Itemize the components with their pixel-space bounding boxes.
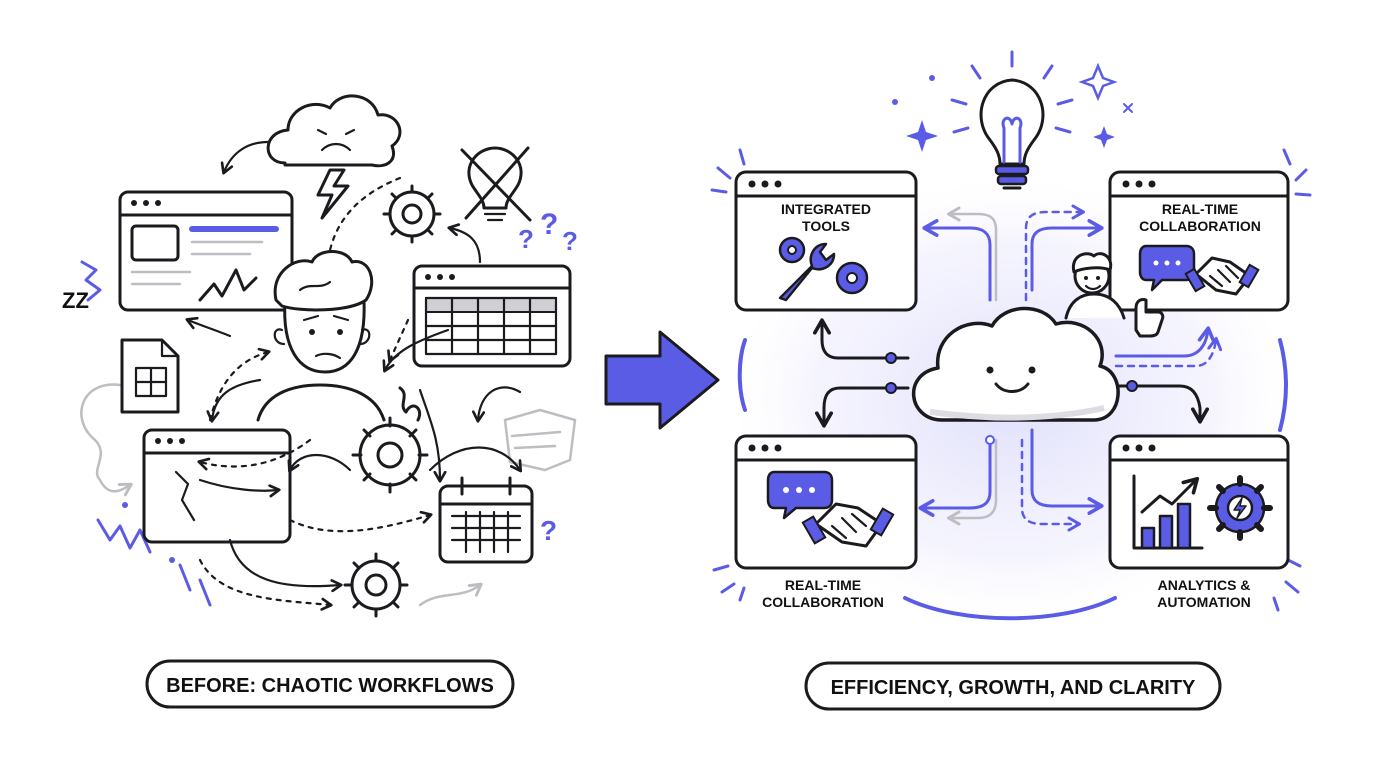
zigzag-doodle (178, 563, 212, 607)
gear-icon (343, 552, 409, 618)
zigzag-doodle (96, 518, 152, 554)
dot-doodle (929, 75, 935, 81)
dot-doodle (169, 557, 175, 563)
chaos-arrows (185, 140, 523, 611)
dot-doodle (122, 502, 128, 508)
chat-bubble-icon (1138, 244, 1196, 292)
sparkle-star-icon (906, 120, 938, 152)
sparkle-cross (1123, 103, 1133, 113)
collaboration-panel-bottom (734, 434, 918, 570)
zigzag-doodle (80, 260, 102, 302)
smiling-cloud-icon (911, 306, 1120, 422)
after-caption-text: EFFICIENCY, GROWTH, AND CLARITY (831, 677, 1196, 699)
lightning-icon (1233, 497, 1247, 519)
orbit-arc (903, 596, 1117, 621)
sparkle-star-icon (1078, 62, 1118, 102)
gear-icon (382, 184, 442, 244)
wrench-icon (778, 242, 836, 302)
analytics-panel (1108, 434, 1290, 570)
before-caption: BEFORE: CHAOTIC WORKFLOWS (145, 659, 515, 709)
collaboration-bottom-caption-line1: REAL-TIME (785, 577, 861, 593)
analytics-caption-line2: AUTOMATION (1157, 594, 1251, 610)
orbit-arc (737, 338, 747, 412)
lightbulb-icon (950, 50, 1074, 190)
sad-cloud-icon (266, 94, 402, 168)
collaboration-panel-top: REAL-TIME COLLABORATION (1108, 170, 1290, 312)
before-caption-text: BEFORE: CHAOTIC WORKFLOWS (166, 675, 494, 697)
question-marks: ? ? ? ? (518, 208, 578, 546)
dot-doodle (892, 99, 898, 105)
handshake-icon (801, 502, 895, 548)
analytics-caption-line1: ANALYTICS & (1158, 577, 1251, 593)
collaboration-top-title-line1: REAL-TIME (1162, 201, 1238, 217)
confused-person-icon (256, 250, 386, 422)
question-mark: ? (540, 515, 557, 546)
thumbs-up-person-icon (1064, 252, 1165, 338)
integrated-tools-panel: INTEGRATED TOOLS (734, 170, 918, 312)
browser-window-icon (118, 190, 294, 312)
bar-chart-icon (1132, 474, 1204, 550)
arrow-right-icon (604, 330, 720, 430)
sparkle-star-icon (1093, 126, 1115, 148)
question-mark: ? (562, 226, 578, 256)
before-section: ? ? ? ? ZZ (62, 94, 578, 709)
integrated-tools-title-line1: INTEGRATED (781, 201, 871, 217)
sleep-text: ZZ (62, 288, 89, 313)
gear-icon (1207, 475, 1273, 541)
document-icon (120, 338, 180, 414)
spreadsheet-window-icon (412, 264, 572, 368)
question-mark: ? (540, 208, 558, 241)
chat-bubble-icon (766, 470, 834, 520)
sparkle-lines (710, 148, 1312, 612)
connectors (813, 204, 1223, 532)
after-section: INTEGRATED TOOLS REAL-TIME COLLABORATION (710, 50, 1312, 711)
after-caption: EFFICIENCY, GROWTH, AND CLARITY (804, 661, 1222, 711)
handshake-icon (1184, 256, 1260, 296)
collaboration-bottom-caption-line2: COLLABORATION (762, 594, 884, 610)
lightning-icon (316, 168, 350, 220)
broken-gear-icon (351, 386, 429, 494)
crossed-lightbulb-icon (460, 146, 532, 222)
question-mark: ? (518, 224, 534, 254)
gear-icon (778, 236, 869, 295)
collaboration-top-title-line2: COLLABORATION (1139, 218, 1261, 234)
orbit-arc (1278, 338, 1288, 432)
calendar-icon (438, 476, 534, 564)
integrated-tools-title-line2: TOOLS (802, 218, 850, 234)
